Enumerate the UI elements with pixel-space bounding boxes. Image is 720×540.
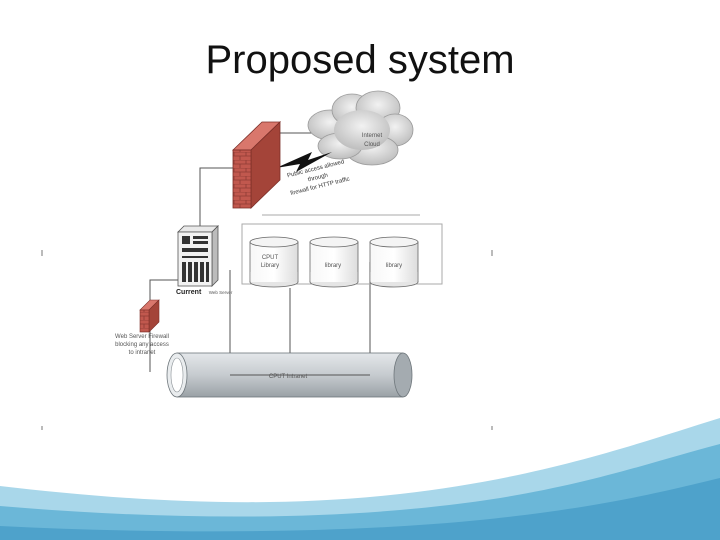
- library-database-2-icon: [309, 236, 359, 288]
- server-firewall-label-3: to intranet: [129, 350, 156, 356]
- library-2-label: library: [325, 263, 341, 269]
- web-server-label-small: Web Server: [209, 290, 233, 295]
- web-server-icon: [177, 225, 219, 287]
- cloud-label-2: Cloud: [364, 142, 380, 148]
- bottom-wave-decoration: [0, 418, 720, 540]
- library-1-label-1: CPUT: [262, 255, 279, 261]
- web-server-label-bold: Current: [176, 289, 202, 296]
- intranet-label: CPUT Intranet: [269, 374, 308, 380]
- slide-title: Proposed system: [205, 38, 515, 82]
- library-3-label: library: [386, 263, 402, 269]
- library-database-3-icon: [369, 236, 419, 288]
- web-server-firewall-icon: [139, 299, 160, 333]
- server-firewall-label-1: Web Server Firewall: [115, 334, 169, 340]
- internet-firewall-icon: [232, 121, 281, 209]
- library-1-label-2: Library: [261, 263, 279, 269]
- server-firewall-label-2: blocking any access: [115, 342, 169, 348]
- web-server-label: Current Web Server: [176, 281, 233, 298]
- cloud-label-1: Internet: [362, 133, 383, 139]
- firewall-note-line-2: through: [307, 173, 328, 184]
- frame-ticks: [41, 250, 493, 430]
- lightning-icon: [276, 152, 332, 172]
- internet-cloud: Internet Cloud: [307, 90, 414, 166]
- library-database-1-icon: [249, 236, 299, 288]
